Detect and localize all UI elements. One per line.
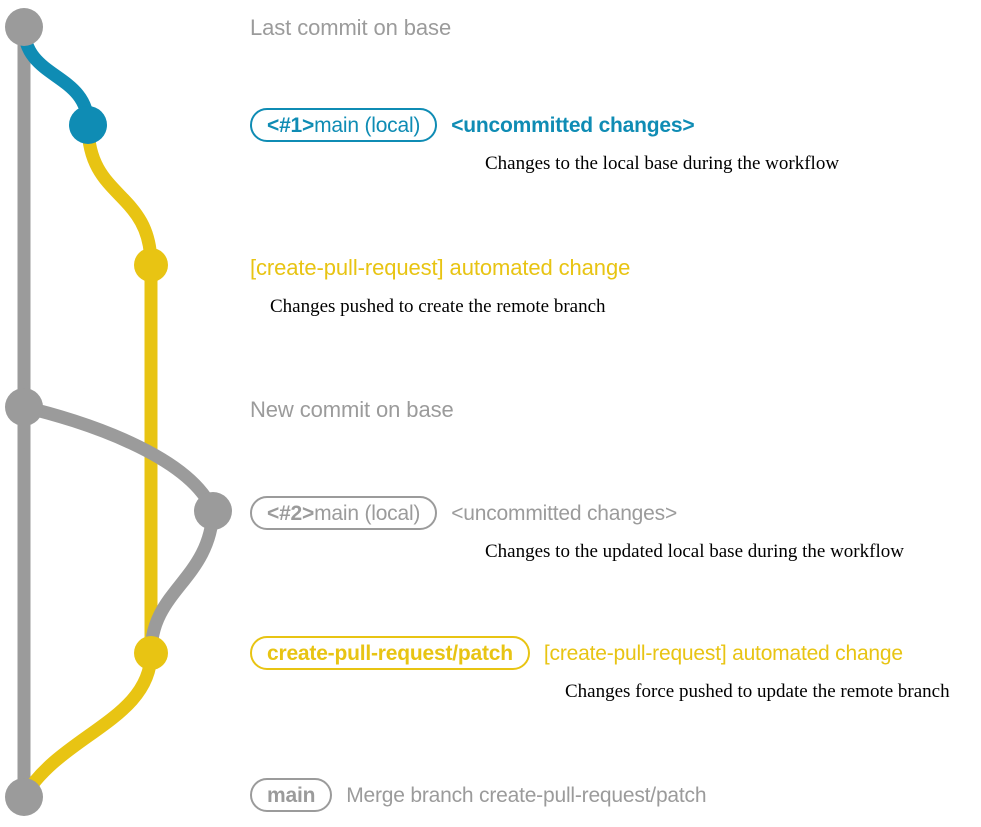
ref-badge[interactable]: create-pull-request/patch bbox=[250, 636, 530, 670]
commit-row-last-commit-on-base: Last commit on base bbox=[250, 8, 981, 48]
commit-note: Changes force pushed to update the remot… bbox=[565, 681, 950, 702]
commit-note: Changes to the local base during the wor… bbox=[485, 153, 840, 174]
ref-badge-prefix: create-pull-request/patch bbox=[267, 641, 513, 665]
commit-subject: <uncommitted changes> bbox=[451, 501, 678, 525]
commit-row-head: main Merge branch create-pull-request/pat… bbox=[250, 775, 981, 815]
commit-row-local-uncommitted-1: <#1> main (local) <uncommitted changes> Ch… bbox=[250, 105, 981, 173]
ref-badge[interactable]: <#1> main (local) bbox=[250, 108, 438, 142]
edge-local2-to-patch2 bbox=[144, 504, 220, 660]
commit-note: Changes pushed to create the remote bran… bbox=[270, 296, 606, 317]
commit-row-local-uncommitted-2: <#2> main (local) <uncommitted changes> Ch… bbox=[250, 493, 981, 561]
commit-row-automated-change-update: create-pull-request/patch [create-pull-re… bbox=[250, 633, 981, 701]
commit-row-head: <#2> main (local) <uncommitted changes> bbox=[250, 493, 981, 533]
ref-badge-name: main (local) bbox=[314, 113, 421, 137]
ref-badge-prefix: <#1> bbox=[267, 113, 315, 137]
commit-node-patch-1 bbox=[134, 248, 168, 282]
commit-node-base-new bbox=[5, 388, 43, 426]
edge-basenew-to-local2 bbox=[17, 400, 220, 518]
commit-row-head: create-pull-request/patch [create-pull-re… bbox=[250, 633, 981, 673]
ref-badge[interactable]: main bbox=[250, 778, 333, 812]
commit-note: Changes to the updated local base during… bbox=[485, 541, 904, 562]
commit-node-patch-2 bbox=[134, 636, 168, 670]
ref-badge-prefix: <#2> bbox=[267, 501, 315, 525]
commit-nodes bbox=[5, 8, 232, 816]
commit-subject: [create-pull-request] automated change bbox=[543, 641, 903, 665]
commit-subject: Merge branch create-pull-request/patch bbox=[346, 783, 707, 807]
commit-row-head: Last commit on base bbox=[250, 8, 981, 48]
commit-node-base-last bbox=[5, 8, 43, 46]
commit-row-head: <#1> main (local) <uncommitted changes> bbox=[250, 105, 981, 145]
ref-badge-name: main (local) bbox=[314, 501, 421, 525]
commit-row-head: New commit on base bbox=[250, 390, 981, 430]
commit-row-head: [create-pull-request] automated change bbox=[250, 248, 981, 288]
commit-heading: New commit on base bbox=[250, 397, 454, 422]
commit-node-local-2 bbox=[194, 492, 232, 530]
commit-row-new-commit-on-base: New commit on base bbox=[250, 390, 981, 430]
edge-patch2-to-merge bbox=[17, 646, 158, 804]
commit-subject: <uncommitted changes> bbox=[451, 113, 695, 137]
commit-heading: [create-pull-request] automated change bbox=[250, 255, 631, 280]
commit-row-merge-branch: main Merge branch create-pull-request/pat… bbox=[250, 775, 981, 815]
ref-badge-prefix: main bbox=[267, 783, 316, 807]
edge-local1-to-patch1 bbox=[81, 118, 158, 272]
commit-graph bbox=[5, 8, 232, 816]
commit-node-local-1 bbox=[69, 106, 107, 144]
commit-node-base-merge bbox=[5, 778, 43, 816]
ref-badge[interactable]: <#2> main (local) bbox=[250, 496, 438, 530]
commit-heading: Last commit on base bbox=[250, 15, 452, 40]
